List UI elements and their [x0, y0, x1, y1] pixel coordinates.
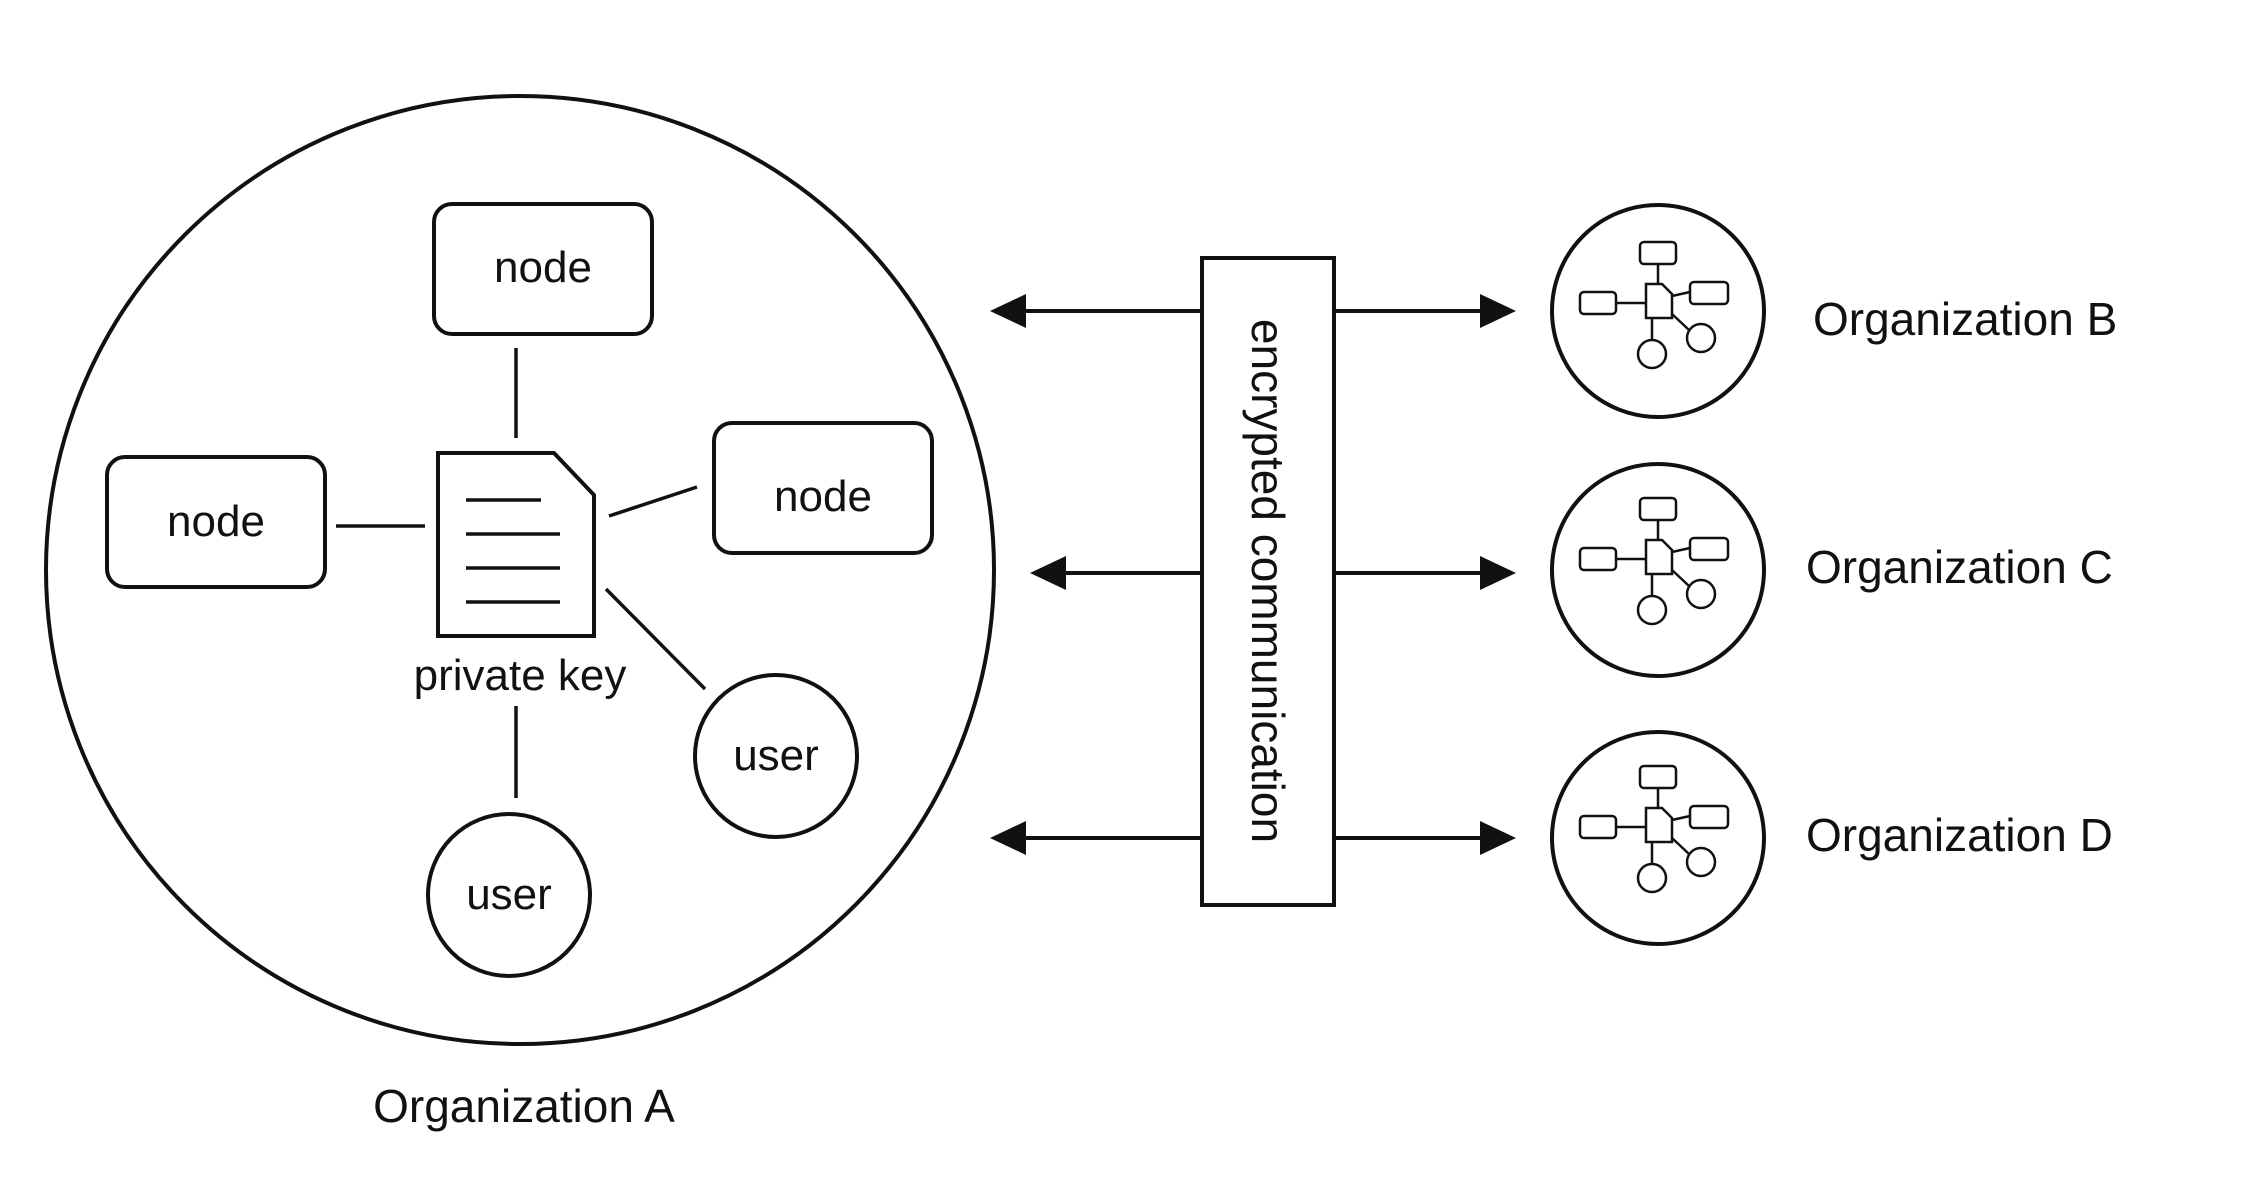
organization-d-label: Organization D	[1806, 809, 2113, 861]
node-label: node	[774, 472, 872, 521]
organization-a: private key node node node user user Org…	[44, 94, 996, 1132]
user-bottom: user	[426, 812, 592, 978]
connector-right-user	[604, 587, 707, 691]
arrow-right-c	[1334, 556, 1516, 590]
user-label: user	[466, 870, 552, 919]
private-key-label: private key	[414, 651, 627, 700]
arrow-left-d	[990, 821, 1202, 855]
node-label: node	[494, 243, 592, 292]
arrow-right-d	[1334, 821, 1516, 855]
organization-b-label: Organization B	[1813, 293, 2117, 345]
document-icon	[436, 451, 596, 638]
organization-c: Organization C	[1550, 462, 2113, 678]
organization-a-label: Organization A	[373, 1080, 675, 1132]
channel-box	[1200, 256, 1336, 907]
user-label: user	[733, 731, 819, 780]
user-right: user	[693, 673, 859, 839]
node-right: node	[712, 421, 934, 555]
organization-c-label: Organization C	[1806, 541, 2113, 593]
arrow-right-b	[1334, 294, 1516, 328]
arrow-left-b	[990, 294, 1202, 328]
channel-label: encrypted communication	[1242, 319, 1294, 843]
node-left: node	[105, 455, 327, 589]
encrypted-channel: encrypted communication	[990, 256, 1516, 907]
node-top: node	[432, 202, 654, 336]
organization-b: Organization B	[1550, 203, 2117, 419]
connector-right-node	[608, 485, 698, 518]
arrow-left-c	[1030, 556, 1202, 590]
organization-d: Organization D	[1550, 730, 2113, 946]
node-label: node	[167, 497, 265, 546]
